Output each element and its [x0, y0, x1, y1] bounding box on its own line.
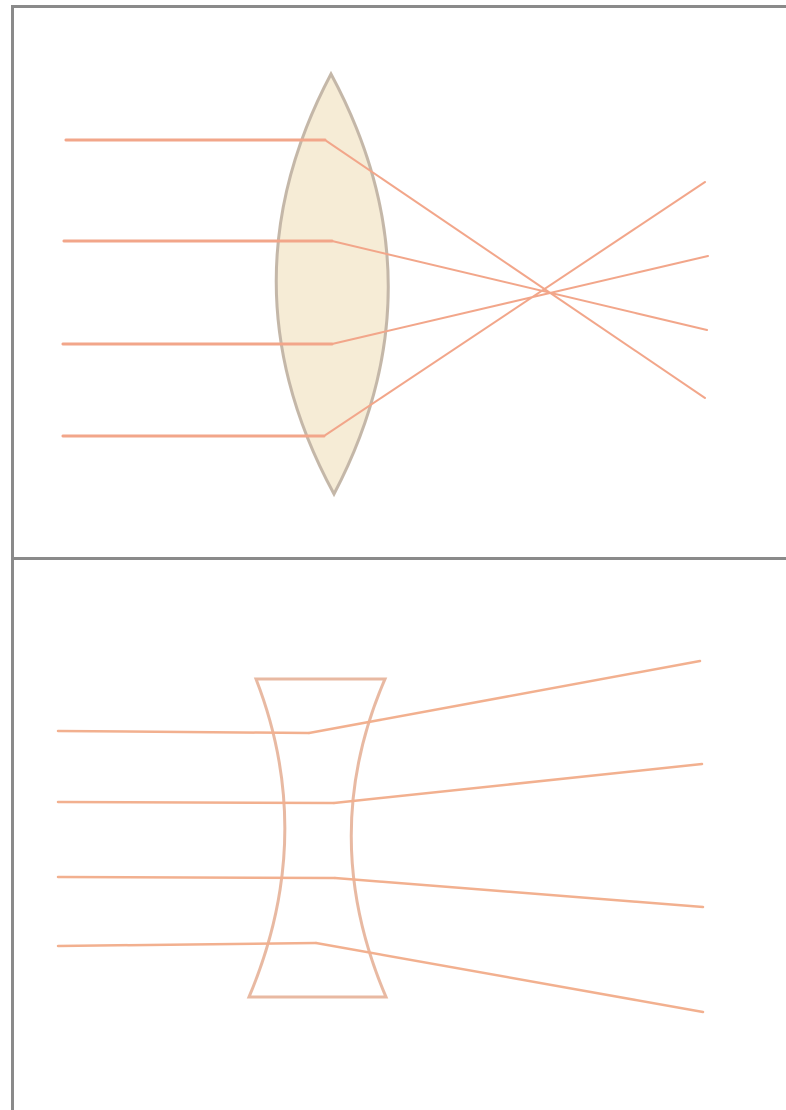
incoming-ray-2 [58, 802, 334, 803]
refracted-ray-2 [334, 764, 702, 803]
refracted-ray-3 [335, 878, 703, 907]
convex-lens-diagram [14, 8, 786, 558]
concave-lens-diagram [14, 560, 786, 1110]
incoming-ray-3 [58, 877, 335, 878]
convex-lens-panel [11, 5, 786, 558]
concave-lens-panel [11, 557, 786, 1110]
concave-lens [249, 679, 386, 997]
